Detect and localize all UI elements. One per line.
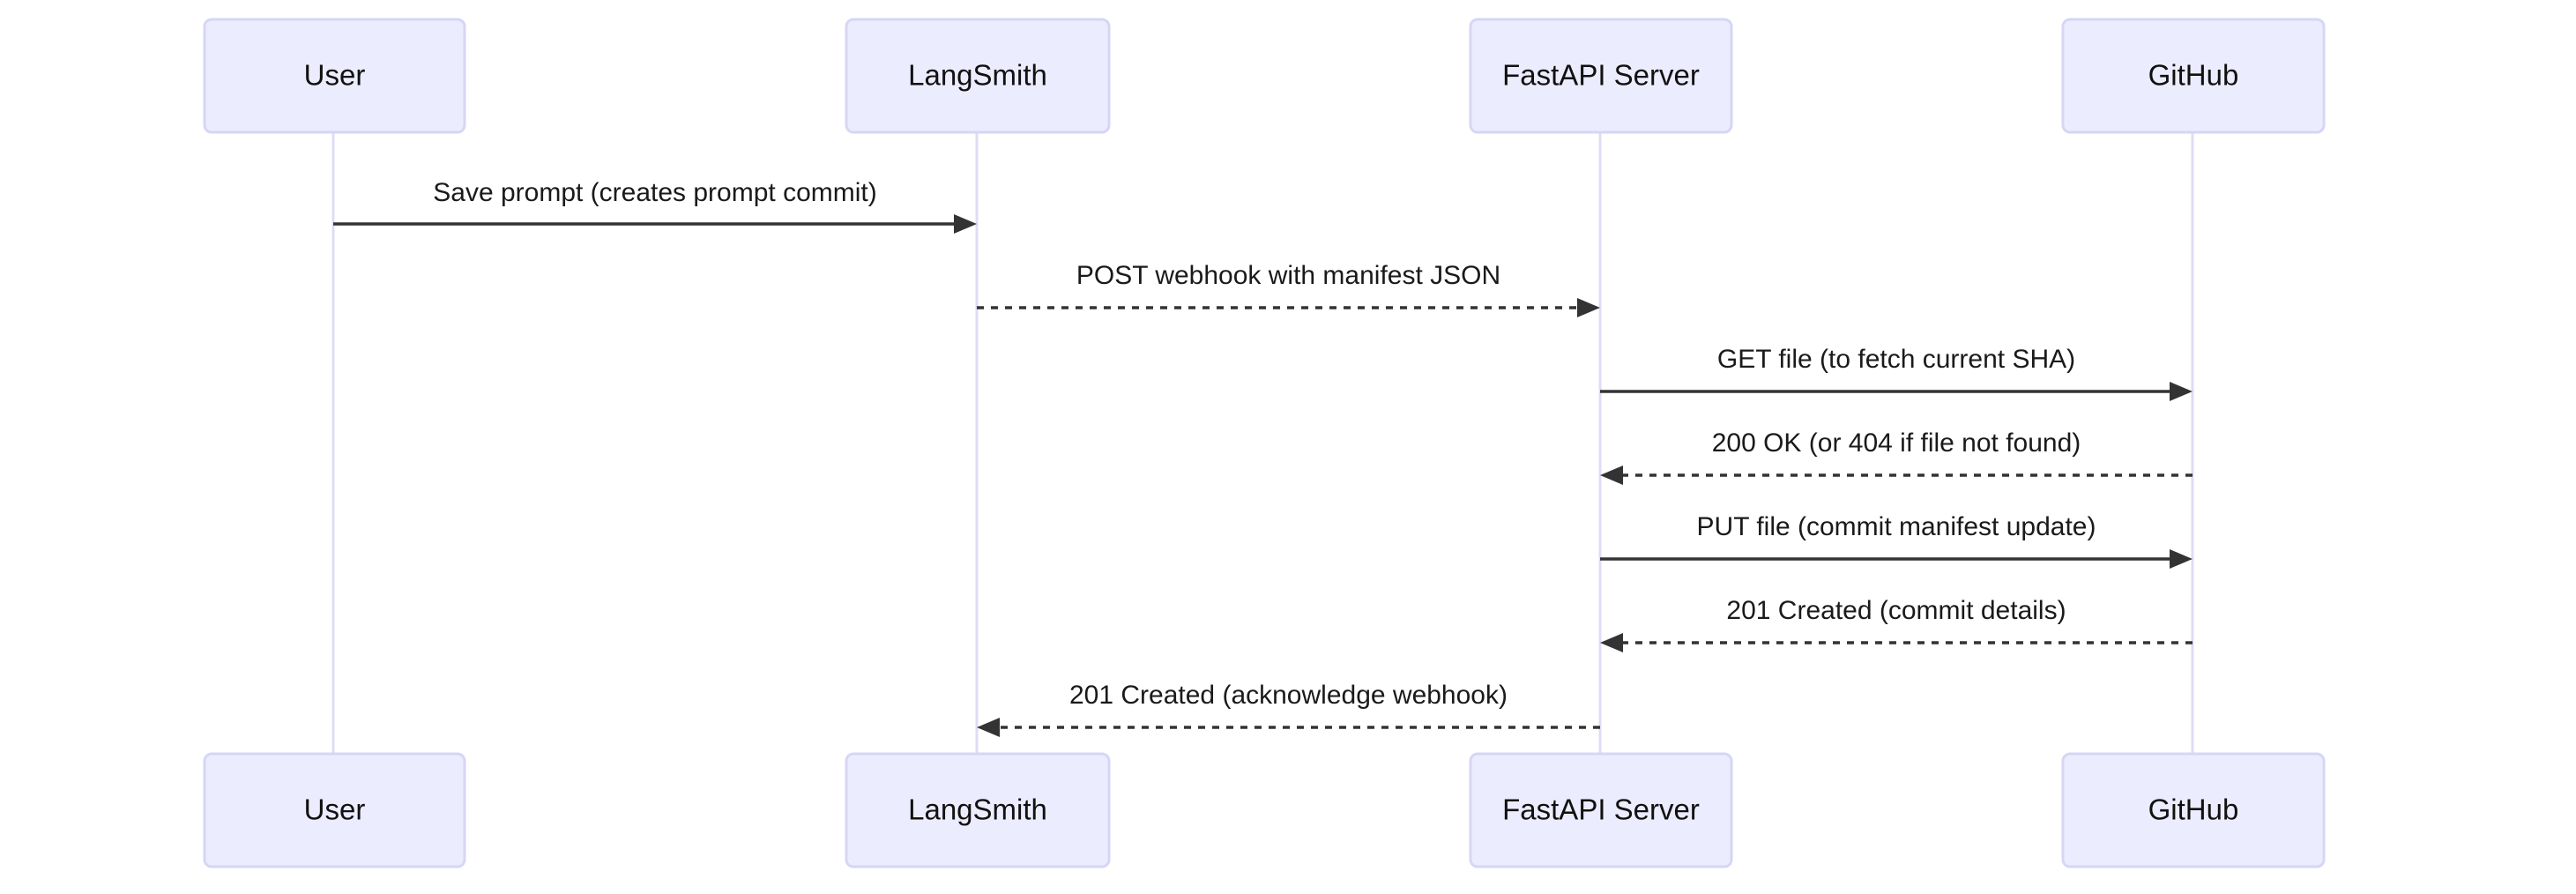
message-7: 201 Created (acknowledge webhook) bbox=[977, 681, 1600, 737]
actor-label-fastapi: FastAPI Server bbox=[1502, 59, 1700, 92]
message-arrowhead-6 bbox=[1600, 633, 1623, 652]
message-label-2: POST webhook with manifest JSON bbox=[1076, 261, 1500, 290]
actor-label-langsmith: LangSmith bbox=[908, 793, 1047, 826]
actor-box-langsmith[interactable] bbox=[845, 752, 1111, 868]
message-1: Save prompt (creates prompt commit) bbox=[333, 178, 977, 234]
actor-label-user: User bbox=[304, 793, 366, 826]
message-arrowhead-1 bbox=[954, 214, 977, 234]
messages-layer: Save prompt (creates prompt commit) POST … bbox=[333, 178, 2193, 737]
actor-label-user: User bbox=[304, 59, 366, 92]
message-5: PUT file (commit manifest update) bbox=[1600, 512, 2193, 569]
actor-github-bottom[interactable]: GitHub bbox=[2061, 752, 2326, 868]
actor-fastapi-bottom[interactable]: FastAPI Server bbox=[1469, 752, 1733, 868]
message-arrowhead-3 bbox=[2170, 382, 2193, 401]
actor-langsmith-bottom[interactable]: LangSmith bbox=[845, 752, 1111, 868]
message-arrowhead-2 bbox=[1577, 298, 1600, 317]
message-label-7: 201 Created (acknowledge webhook) bbox=[1069, 681, 1508, 710]
actor-label-github: GitHub bbox=[2148, 59, 2239, 92]
message-2: POST webhook with manifest JSON bbox=[977, 261, 1600, 317]
message-arrowhead-5 bbox=[2170, 549, 2193, 569]
message-6: 201 Created (commit details) bbox=[1600, 596, 2193, 652]
actor-fastapi-top[interactable]: FastAPI Server bbox=[1469, 18, 1733, 134]
actor-box-langsmith[interactable] bbox=[845, 18, 1111, 134]
actor-label-github: GitHub bbox=[2148, 793, 2239, 826]
actor-langsmith-top[interactable]: LangSmith bbox=[845, 18, 1111, 134]
message-4: 200 OK (or 404 if file not found) bbox=[1600, 428, 2193, 485]
message-arrowhead-4 bbox=[1600, 466, 1623, 485]
actor-user-top[interactable]: User bbox=[203, 18, 466, 134]
message-label-3: GET file (to fetch current SHA) bbox=[1717, 345, 2075, 374]
actor-user-bottom[interactable]: User bbox=[203, 752, 466, 868]
actor-box-fastapi[interactable] bbox=[1469, 752, 1733, 868]
actor-box-user[interactable] bbox=[203, 18, 466, 134]
message-3: GET file (to fetch current SHA) bbox=[1600, 345, 2193, 401]
message-label-1: Save prompt (creates prompt commit) bbox=[433, 178, 876, 207]
lifelines-layer bbox=[331, 132, 2194, 754]
actor-box-github[interactable] bbox=[2061, 18, 2326, 134]
message-label-5: PUT file (commit manifest update) bbox=[1697, 512, 2096, 541]
actor-github-top[interactable]: GitHub bbox=[2061, 18, 2326, 134]
message-label-4: 200 OK (or 404 if file not found) bbox=[1712, 428, 2081, 458]
message-label-6: 201 Created (commit details) bbox=[1726, 596, 2066, 625]
actor-label-fastapi: FastAPI Server bbox=[1502, 793, 1700, 826]
message-arrowhead-7 bbox=[977, 718, 1000, 737]
actor-box-fastapi[interactable] bbox=[1469, 18, 1733, 134]
actor-label-langsmith: LangSmith bbox=[908, 59, 1047, 92]
actor-box-github[interactable] bbox=[2061, 752, 2326, 868]
actor-box-user[interactable] bbox=[203, 752, 466, 868]
